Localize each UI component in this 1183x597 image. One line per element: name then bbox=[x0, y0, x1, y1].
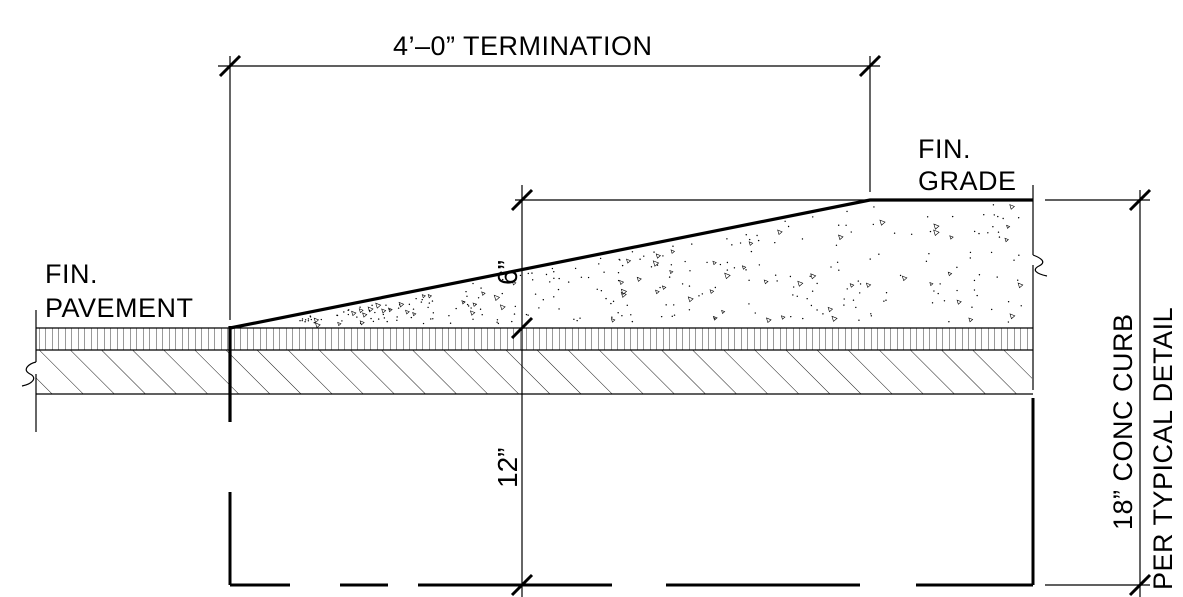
curb-height-dimension bbox=[1045, 188, 1152, 597]
concrete-speckle bbox=[299, 204, 1024, 329]
fin-pavement-label-line1: FIN. bbox=[45, 259, 98, 289]
termination-label: 4’–0” TERMINATION bbox=[393, 31, 653, 61]
concrete-wedge bbox=[230, 200, 1033, 329]
dim-12-label: 12” bbox=[492, 448, 523, 488]
left-break-line bbox=[21, 310, 37, 432]
fin-grade-label-line1: FIN. bbox=[918, 134, 971, 164]
curb-label-line2: PER TYPICAL DETAIL bbox=[1148, 307, 1178, 590]
curb-hidden-outline bbox=[228, 398, 1035, 587]
fin-grade-label-line2: GRADE bbox=[918, 166, 1017, 196]
termination-dimension bbox=[218, 54, 882, 320]
dim-6-label: 6” bbox=[492, 260, 523, 285]
fin-pavement-label-line2: PAVEMENT bbox=[45, 293, 194, 323]
curb-label-line1: 18” CONC CURB bbox=[1108, 313, 1138, 530]
vertical-dimension-6-12 bbox=[510, 185, 1025, 597]
right-break-line bbox=[1032, 185, 1048, 390]
pavement-surface-band bbox=[36, 327, 1033, 351]
base-course-band bbox=[36, 350, 1033, 395]
